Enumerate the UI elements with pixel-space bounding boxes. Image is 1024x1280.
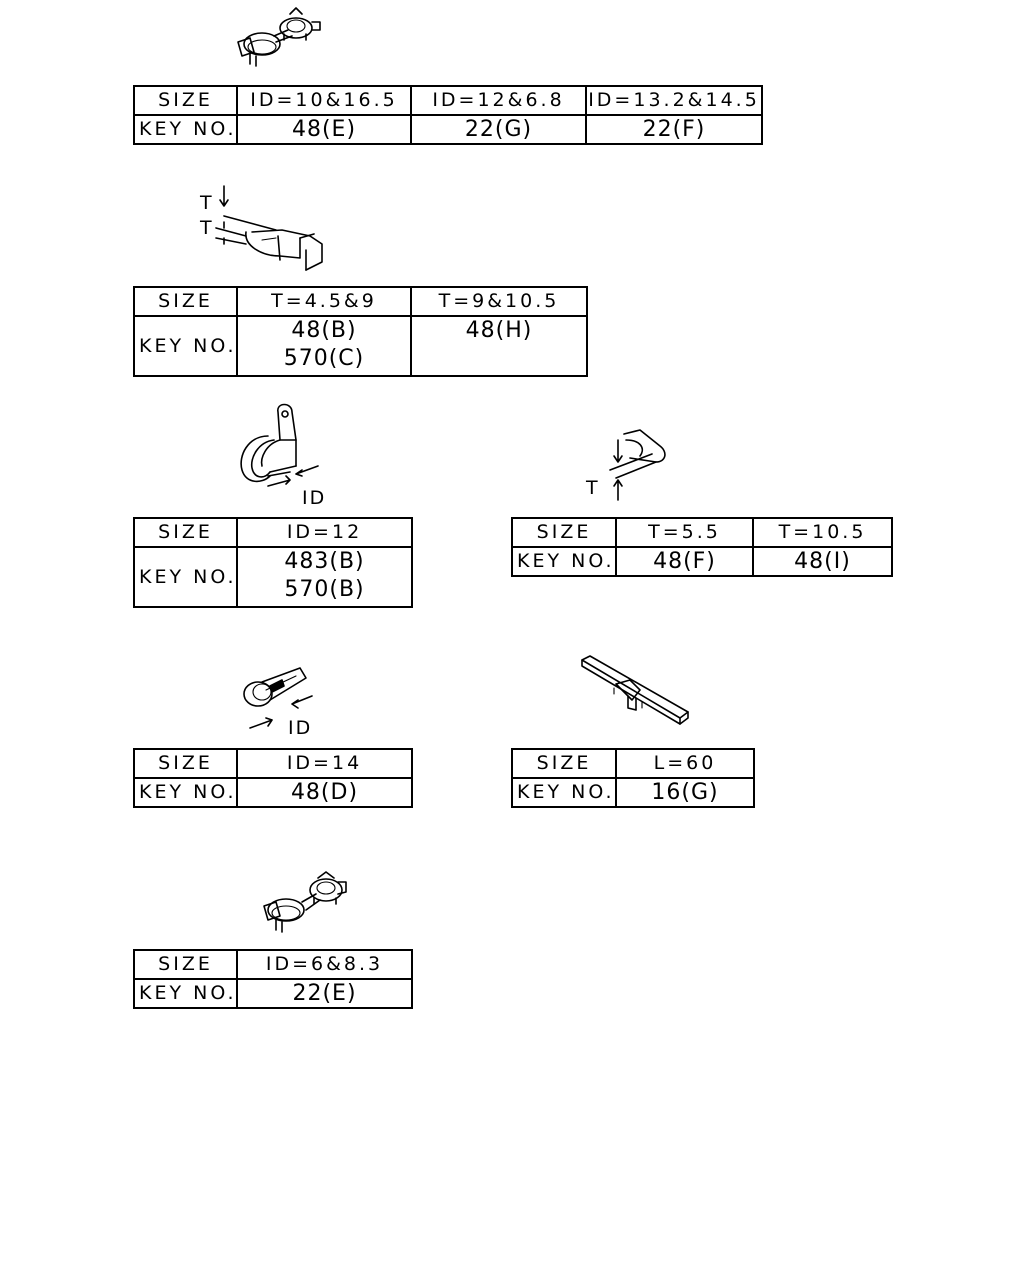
- size-value: ID=14: [236, 748, 413, 779]
- key-no-value: 48(I): [752, 546, 893, 577]
- size-header: SIZE: [511, 517, 617, 548]
- spec-table-5: SIZE ID=14 KEY NO. 48(D): [133, 748, 413, 808]
- key-no-line: 483(B): [284, 549, 365, 574]
- size-value: ID=12&6.8: [410, 85, 587, 116]
- key-no-label: KEY NO.: [133, 978, 238, 1009]
- key-no-value: 48(E): [236, 114, 412, 145]
- loop-hose-clip-icon: ID: [243, 667, 313, 739]
- size-header: SIZE: [133, 748, 238, 779]
- t-label-bottom: T: [199, 217, 214, 239]
- key-no-line: 48(H): [465, 318, 533, 343]
- key-no-value: 483(B) 570(B): [236, 546, 413, 608]
- t-label-spring: T: [585, 477, 600, 499]
- id-label-2: ID: [288, 717, 312, 739]
- size-value: T=4.5&9: [236, 286, 412, 317]
- size-header: SIZE: [133, 286, 238, 317]
- key-no-label: KEY NO.: [511, 777, 617, 808]
- spec-table-4: SIZE T=5.5 T=10.5 KEY NO. 48(F) 48(I): [511, 517, 893, 577]
- size-value: ID=13.2&14.5: [585, 85, 763, 116]
- strap-bracket-icon: [581, 655, 689, 725]
- size-value: ID=6&8.3: [236, 949, 413, 980]
- key-no-value: 48(F): [615, 546, 754, 577]
- key-no-value: 16(G): [615, 777, 755, 808]
- key-no-label: KEY NO.: [133, 114, 238, 145]
- size-value: ID=12: [236, 517, 413, 548]
- size-value: T=9&10.5: [410, 286, 588, 317]
- offset-edge-clip-icon: T T: [199, 185, 323, 271]
- key-no-line: 570(C): [283, 346, 365, 371]
- spec-table-6: SIZE L=60 KEY NO. 16(G): [511, 748, 755, 808]
- size-header: SIZE: [133, 85, 238, 116]
- key-no-line: 48(B): [291, 318, 357, 343]
- size-value: T=5.5: [615, 517, 754, 548]
- single-hose-clamp-icon: ID: [240, 403, 326, 509]
- size-value: ID=10&16.5: [236, 85, 412, 116]
- key-no-label: KEY NO.: [511, 546, 617, 577]
- size-value: T=10.5: [752, 517, 893, 548]
- key-no-value: 48(H): [410, 315, 588, 377]
- key-no-value: 48(D): [236, 777, 413, 808]
- double-hose-clamp-icon: [263, 871, 347, 933]
- key-no-line: 570(B): [284, 577, 365, 602]
- spec-table-3: SIZE ID=12 KEY NO. 483(B) 570(B): [133, 517, 413, 608]
- key-no-value: 22(E): [236, 978, 413, 1009]
- t-label-top: T: [199, 192, 214, 214]
- key-no-value: 22(F): [585, 114, 763, 145]
- double-hose-clamp-icon: [237, 7, 321, 67]
- key-no-label: KEY NO.: [133, 315, 238, 377]
- size-value: L=60: [615, 748, 755, 779]
- size-header: SIZE: [511, 748, 617, 779]
- plate-spring-clip-icon: T: [585, 429, 666, 501]
- spec-table-1: SIZE ID=10&16.5 ID=12&6.8 ID=13.2&14.5 K…: [133, 85, 763, 145]
- key-no-label: KEY NO.: [133, 546, 238, 608]
- spec-table-2: SIZE T=4.5&9 T=9&10.5 KEY NO. 48(B) 570(…: [133, 286, 588, 377]
- id-label-1: ID: [302, 487, 326, 509]
- size-header: SIZE: [133, 517, 238, 548]
- key-no-label: KEY NO.: [133, 777, 238, 808]
- size-header: SIZE: [133, 949, 238, 980]
- key-no-value: 48(B) 570(C): [236, 315, 412, 377]
- spec-table-7: SIZE ID=6&8.3 KEY NO. 22(E): [133, 949, 413, 1009]
- key-no-value: 22(G): [410, 114, 587, 145]
